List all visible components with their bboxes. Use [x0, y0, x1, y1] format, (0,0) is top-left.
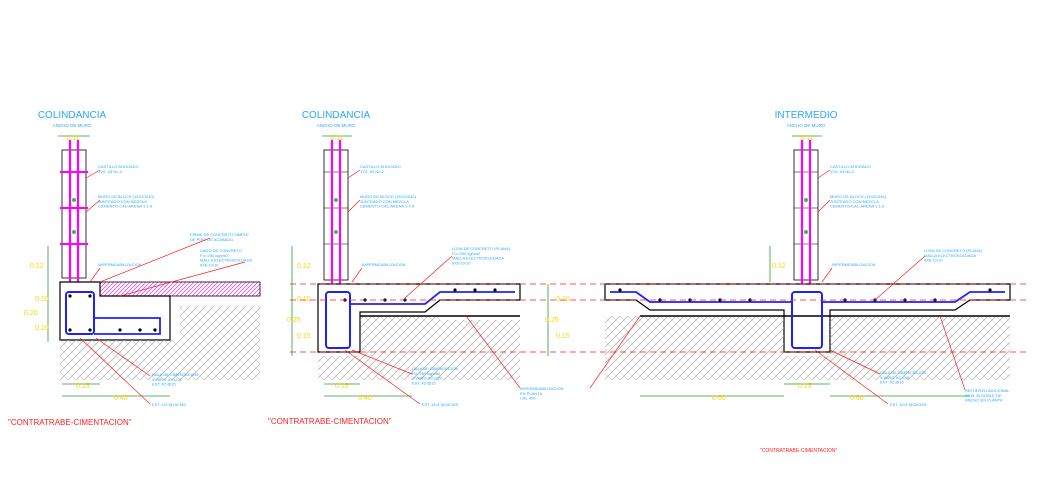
note-losa: LOSA DE CONCRETO (PLANA)MALLA ELECTROSOL…: [924, 248, 983, 263]
detail-right-caption: "CONTRATRABE-CIMENTACION": [760, 448, 837, 454]
dim-v: 0.15: [297, 333, 311, 340]
dim-h: 0.40: [114, 395, 128, 402]
note-muro: MURO DE BLOCK (15X20X40)JUNTEADO CON MEZ…: [830, 194, 887, 209]
detail-middle: COLINDANCIA ANCHO DE MURO 0.11 0.12 0.10: [268, 110, 600, 426]
dim-width-top: 0.11: [330, 135, 343, 142]
note-estribo: EST. 1/4"@15CMS.: [152, 402, 187, 407]
detail-left-title: COLINDANCIA: [38, 110, 107, 121]
dim-v: 0.25: [545, 317, 559, 324]
stirrup: [94, 317, 161, 335]
dim-width-top: 0.11: [800, 135, 813, 142]
dim-v: 0.12: [297, 263, 311, 270]
dim-h: 0.60: [850, 395, 864, 402]
dim-v: 0.15: [556, 333, 570, 340]
dim-h: 0.60: [712, 395, 726, 402]
detail-left-subtitle: ANCHO DE MURO: [53, 123, 92, 128]
dim-v: 0.12: [30, 263, 44, 270]
block-wall: [61, 149, 87, 279]
dim-v: 0.10: [556, 296, 570, 303]
stirrup: [791, 291, 823, 349]
dim-h: 0.15: [798, 383, 812, 390]
dim-v: 0.20: [24, 310, 38, 317]
note-estribo: EST. #1/4"@15CMS.: [890, 402, 927, 407]
dim-h: 0.15: [76, 383, 90, 390]
note-muro: MURO DE BLOCK (15X20X40)JUNTEADO CON MEZ…: [98, 194, 155, 209]
detail-right: INTERMEDIO ANCHO DE MURO 0.11 0.12 0.10 …: [545, 110, 1030, 454]
detail-middle-caption: "CONTRATRABE-CIMENTACION": [268, 417, 392, 426]
dim-width-top: 0.11: [66, 135, 79, 142]
dim-v: 0.10: [297, 296, 311, 303]
dim-h: 0.40: [358, 395, 372, 402]
stirrup: [325, 291, 351, 349]
slab-firme: [99, 281, 261, 297]
note-estribo: EST. #1/4"@15CMS.: [422, 402, 459, 407]
note-muro: MURO DE BLOCK (15X20X40)JUNTEADO CON MEZ…: [360, 194, 417, 209]
node: [72, 198, 76, 202]
detail-left: COLINDANCIA ANCHO DE MURO 0.11 0.12: [8, 110, 261, 427]
detail-right-subtitle: ANCHO DE MURO: [787, 123, 826, 128]
detail-middle-title: COLINDANCIA: [302, 110, 371, 121]
dim-h: 0.15: [335, 383, 349, 390]
stirrup: [65, 291, 95, 335]
earth-hatch: [605, 316, 1010, 380]
dim-v: 0.25: [287, 317, 301, 324]
block-wall: [793, 149, 819, 281]
block-wall: [323, 149, 349, 281]
detail-right-title: INTERMEDIO: [775, 110, 838, 121]
detail-middle-subtitle: ANCHO DE MURO: [317, 123, 356, 128]
note-impermeabilizacion: IMPERMEABILIZACION: [362, 262, 406, 267]
dim-v: 0.10: [35, 325, 49, 332]
dim-v: 0.10: [35, 296, 49, 303]
note-impermeabilizacion: IMPERMEABILIZACION: [98, 262, 142, 267]
note-impermeabilizacion: IMPERMEABILIZACION: [832, 262, 876, 267]
dim-v: 0.12: [772, 263, 786, 270]
earth-hatch: [318, 316, 520, 380]
node: [72, 230, 76, 234]
earth-hatch: [60, 306, 260, 380]
detail-left-caption: "CONTRATRABE-CIMENTACION": [8, 418, 132, 427]
